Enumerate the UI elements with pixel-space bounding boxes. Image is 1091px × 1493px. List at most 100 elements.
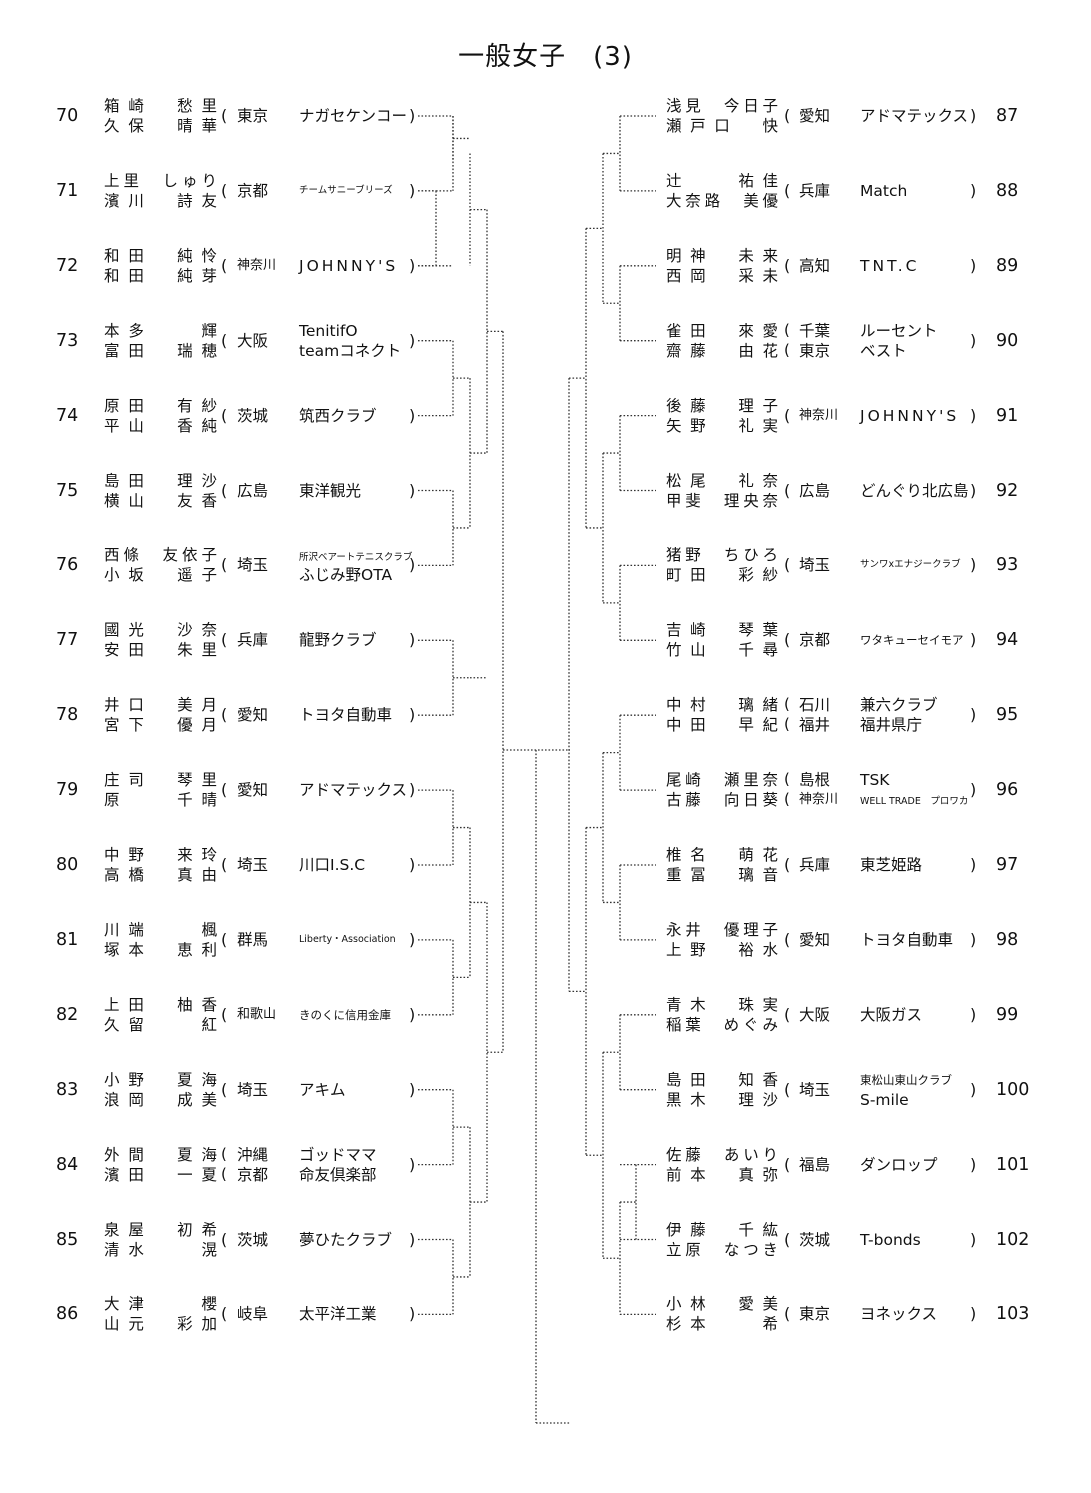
open-paren: ( (784, 180, 791, 200)
open-paren: (( (784, 320, 790, 359)
prefecture: 埼玉 (799, 556, 831, 575)
prefecture: 千葉 (799, 321, 831, 340)
club-name: 兼六クラブ (860, 696, 938, 715)
seed-number: 98 (996, 929, 1019, 950)
player-name: 浪岡 成美 (104, 1090, 217, 1109)
prefecture: 高知 (799, 256, 831, 275)
open-paren: ( (221, 555, 228, 575)
close-paren: ) (409, 330, 416, 350)
close-paren: ) (409, 555, 416, 575)
club-name: TSK (860, 771, 890, 790)
close-paren: ) (409, 1004, 416, 1024)
prefecture: 石川 (799, 696, 831, 715)
player-name: 島田 知香 (666, 1070, 778, 1089)
seed-number: 99 (996, 1004, 1019, 1025)
prefecture: 島根 (799, 771, 831, 790)
player-name: 庄司 琴里 (104, 771, 217, 790)
club-name: アキム (299, 1080, 346, 1099)
club-name: トヨタ自動車 (299, 706, 393, 725)
close-paren: ) (409, 106, 416, 125)
close-paren: ) (970, 1304, 977, 1324)
open-paren: ( (221, 630, 228, 650)
player-name: 前本 真弥 (666, 1165, 778, 1184)
page-title: 一般女子 (3) (458, 42, 633, 72)
player-name: 立原 なつき (666, 1240, 778, 1259)
close-paren: ) (970, 1229, 977, 1249)
club-name: teamコネクト (299, 341, 402, 360)
prefecture: 神奈川 (237, 257, 277, 273)
club-name: きのくに信用金庫 (299, 1007, 391, 1022)
seed-number: 85 (56, 1229, 79, 1250)
seed-number: 96 (996, 780, 1019, 801)
player-name: 上田 柚香 (104, 995, 217, 1014)
player-name: 杉本 希 (666, 1315, 778, 1334)
player-name: 泉屋 初希 (104, 1220, 217, 1239)
close-paren: ) (409, 1154, 416, 1174)
player-name: 本多 輝 (104, 321, 217, 340)
open-paren: ( (784, 1229, 791, 1249)
player-name: 井口 美月 (104, 696, 217, 715)
close-paren: ) (970, 1079, 977, 1099)
player-name: 川端 楓 (104, 920, 217, 939)
player-name: 松尾 礼奈 (666, 471, 778, 490)
player-name: 黒木 理沙 (666, 1090, 778, 1109)
club-name: 大阪ガス (860, 1005, 923, 1024)
player-name: 山元 彩加 (104, 1315, 217, 1334)
open-paren: ( (221, 255, 228, 275)
player-name: 和田 純芽 (104, 266, 217, 285)
prefecture: 愛知 (799, 107, 831, 125)
player-name: 中村 璃緒 (666, 696, 778, 715)
club-name: WELL TRADE プロワカ (860, 796, 969, 808)
close-paren: ) (409, 1079, 416, 1099)
open-paren: ( (221, 405, 228, 425)
close-paren: ) (970, 106, 977, 125)
player-name: 宮下 優月 (104, 716, 217, 735)
player-name: 重冨 璃音 (666, 866, 778, 884)
player-name: 和田 純怜 (104, 246, 217, 265)
player-name: 島田 理沙 (104, 471, 217, 490)
close-paren: ) (970, 705, 977, 725)
club-name: ヨネックス (860, 1305, 938, 1324)
player-name: 猪野 ちひろ (666, 546, 778, 565)
prefecture: 愛知 (799, 930, 831, 949)
seed-number: 91 (996, 405, 1019, 426)
close-paren: ) (970, 255, 977, 275)
prefecture: 愛知 (237, 781, 269, 800)
open-paren: ( (221, 855, 228, 874)
seed-number: 102 (996, 1229, 1030, 1250)
open-paren: ( (221, 1229, 228, 1249)
club-name: 命友倶楽部 (299, 1165, 377, 1184)
open-paren: ( (221, 1304, 228, 1324)
club-name: アドマテックス (860, 107, 969, 125)
open-paren: ( (784, 1079, 791, 1099)
prefecture: 茨城 (237, 406, 269, 425)
player-name: 浅見 今日子 (666, 97, 778, 115)
prefecture: 岐阜 (237, 1305, 269, 1324)
prefecture: 神奈川 (799, 407, 839, 423)
club-name: トヨタ自動車 (860, 930, 954, 949)
player-name: 濱田 一夏 (104, 1165, 217, 1184)
club-name: チームサニーブリーズ (299, 184, 393, 196)
open-paren: ( (784, 555, 791, 575)
seed-number: 95 (996, 705, 1019, 726)
club-name: 所沢ベアートテニスクラブ (299, 552, 413, 564)
seed-number: 87 (996, 106, 1019, 126)
player-name: 青木 珠実 (666, 995, 778, 1014)
